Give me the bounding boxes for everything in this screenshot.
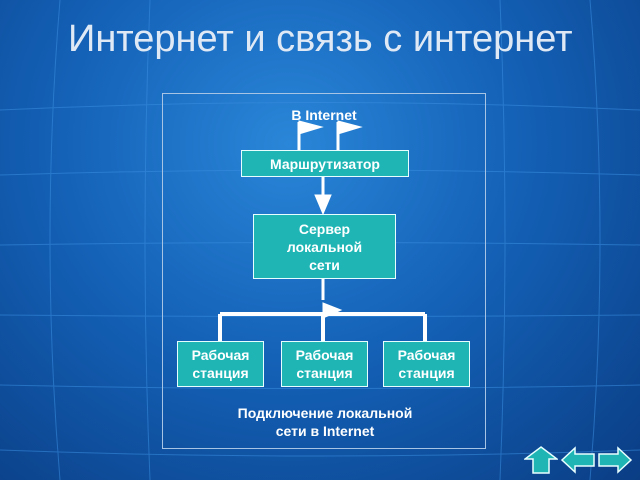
left-arrow-icon[interactable] bbox=[561, 446, 595, 474]
internet-label: В Internet bbox=[291, 107, 357, 123]
router-box: Маршрутизатор bbox=[241, 150, 409, 177]
server-box: Сервер локальной сети bbox=[253, 214, 396, 279]
workstation-box: Рабочая станция bbox=[281, 341, 368, 387]
home-up-arrow-icon[interactable] bbox=[524, 446, 558, 474]
diagram-frame bbox=[162, 93, 486, 449]
diagram-caption: Подключение локальной сети в Internet bbox=[237, 405, 413, 439]
workstation-box: Рабочая станция bbox=[177, 341, 264, 387]
slide-title: Интернет и связь с интернет bbox=[68, 18, 573, 60]
right-arrow-icon[interactable] bbox=[598, 446, 632, 474]
workstation-box: Рабочая станция bbox=[383, 341, 470, 387]
